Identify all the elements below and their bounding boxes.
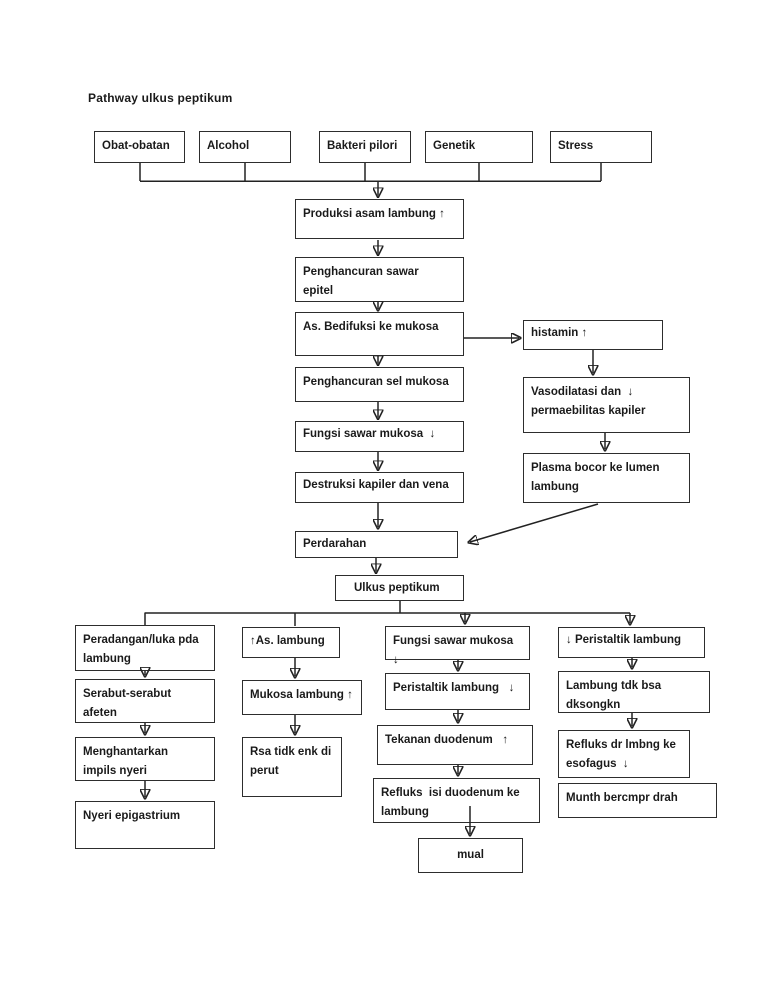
- node-peradangan-luka: Peradangan/luka pda lambung: [75, 625, 215, 671]
- node-destruksi-kapiler-vena: Destruksi kapiler dan vena: [295, 472, 464, 503]
- node-fungsi-sawar-mukosa-2: Fungsi sawar mukosa ↓: [385, 626, 530, 666]
- node-vasodilatasi-permaebilitas: Vasodilatasi dan ↓ permaebilitas kapiler: [523, 377, 690, 433]
- node-refluks-esofagus: Refluks dr lmbng ke esofagus ↓: [558, 730, 690, 778]
- node-tekanan-duodenum: Tekanan duodenum ↑: [377, 725, 533, 765]
- node-produksi-asam-lambung: Produksi asam lambung ↑: [295, 199, 464, 239]
- node-genetik: Genetik: [425, 131, 533, 163]
- node-as-lambung: ↑As. lambung: [242, 627, 340, 658]
- node-munth-bercmpr-drah: Munth bercmpr drah: [558, 783, 717, 818]
- node-plasma-bocor: Plasma bocor ke lumen lambung: [523, 453, 690, 503]
- node-lambung-tdk-bsa: Lambung tdk bsa dksongkn: [558, 671, 710, 713]
- node-mukosa-lambung: Mukosa lambung ↑: [242, 680, 362, 715]
- node-perdarahan: Perdarahan: [295, 531, 458, 558]
- node-alcohol: Alcohol: [199, 131, 291, 163]
- node-penghancuran-sel-mukosa: Penghancuran sel mukosa: [295, 367, 464, 402]
- node-refluks-isi-duodenum: Refluks isi duodenum ke lambung: [373, 778, 540, 823]
- node-as-bedifuksi-ke-mukosa: As. Bedifuksi ke mukosa: [295, 312, 464, 356]
- node-bakteri-pilori: Bakteri pilori: [319, 131, 411, 163]
- node-nyeri-epigastrium: Nyeri epigastrium: [75, 801, 215, 849]
- node-peristaltik-lambung: Peristaltik lambung ↓: [385, 673, 530, 710]
- node-peristaltik-lambung-2: ↓ Peristaltik lambung: [558, 627, 705, 658]
- node-menghantarkan-impils: Menghantarkan impils nyeri: [75, 737, 215, 781]
- node-histamin: histamin ↑: [523, 320, 663, 350]
- node-fungsi-sawar-mukosa: Fungsi sawar mukosa ↓: [295, 421, 464, 452]
- node-rsa-tidk-enk: Rsa tidk enk di perut: [242, 737, 342, 797]
- node-serabut-afeten: Serabut-serabut afeten: [75, 679, 215, 723]
- page-title: Pathway ulkus peptikum: [88, 91, 233, 105]
- node-stress: Stress: [550, 131, 652, 163]
- arrow-plasma-to-perdarahan: [470, 503, 599, 542]
- node-mual: mual: [418, 838, 523, 873]
- node-penghancuran-sawar-epitel: Penghancuran sawar epitel: [295, 257, 464, 302]
- node-obat-obatan: Obat-obatan: [94, 131, 185, 163]
- node-ulkus-peptikum: Ulkus peptikum: [335, 575, 464, 601]
